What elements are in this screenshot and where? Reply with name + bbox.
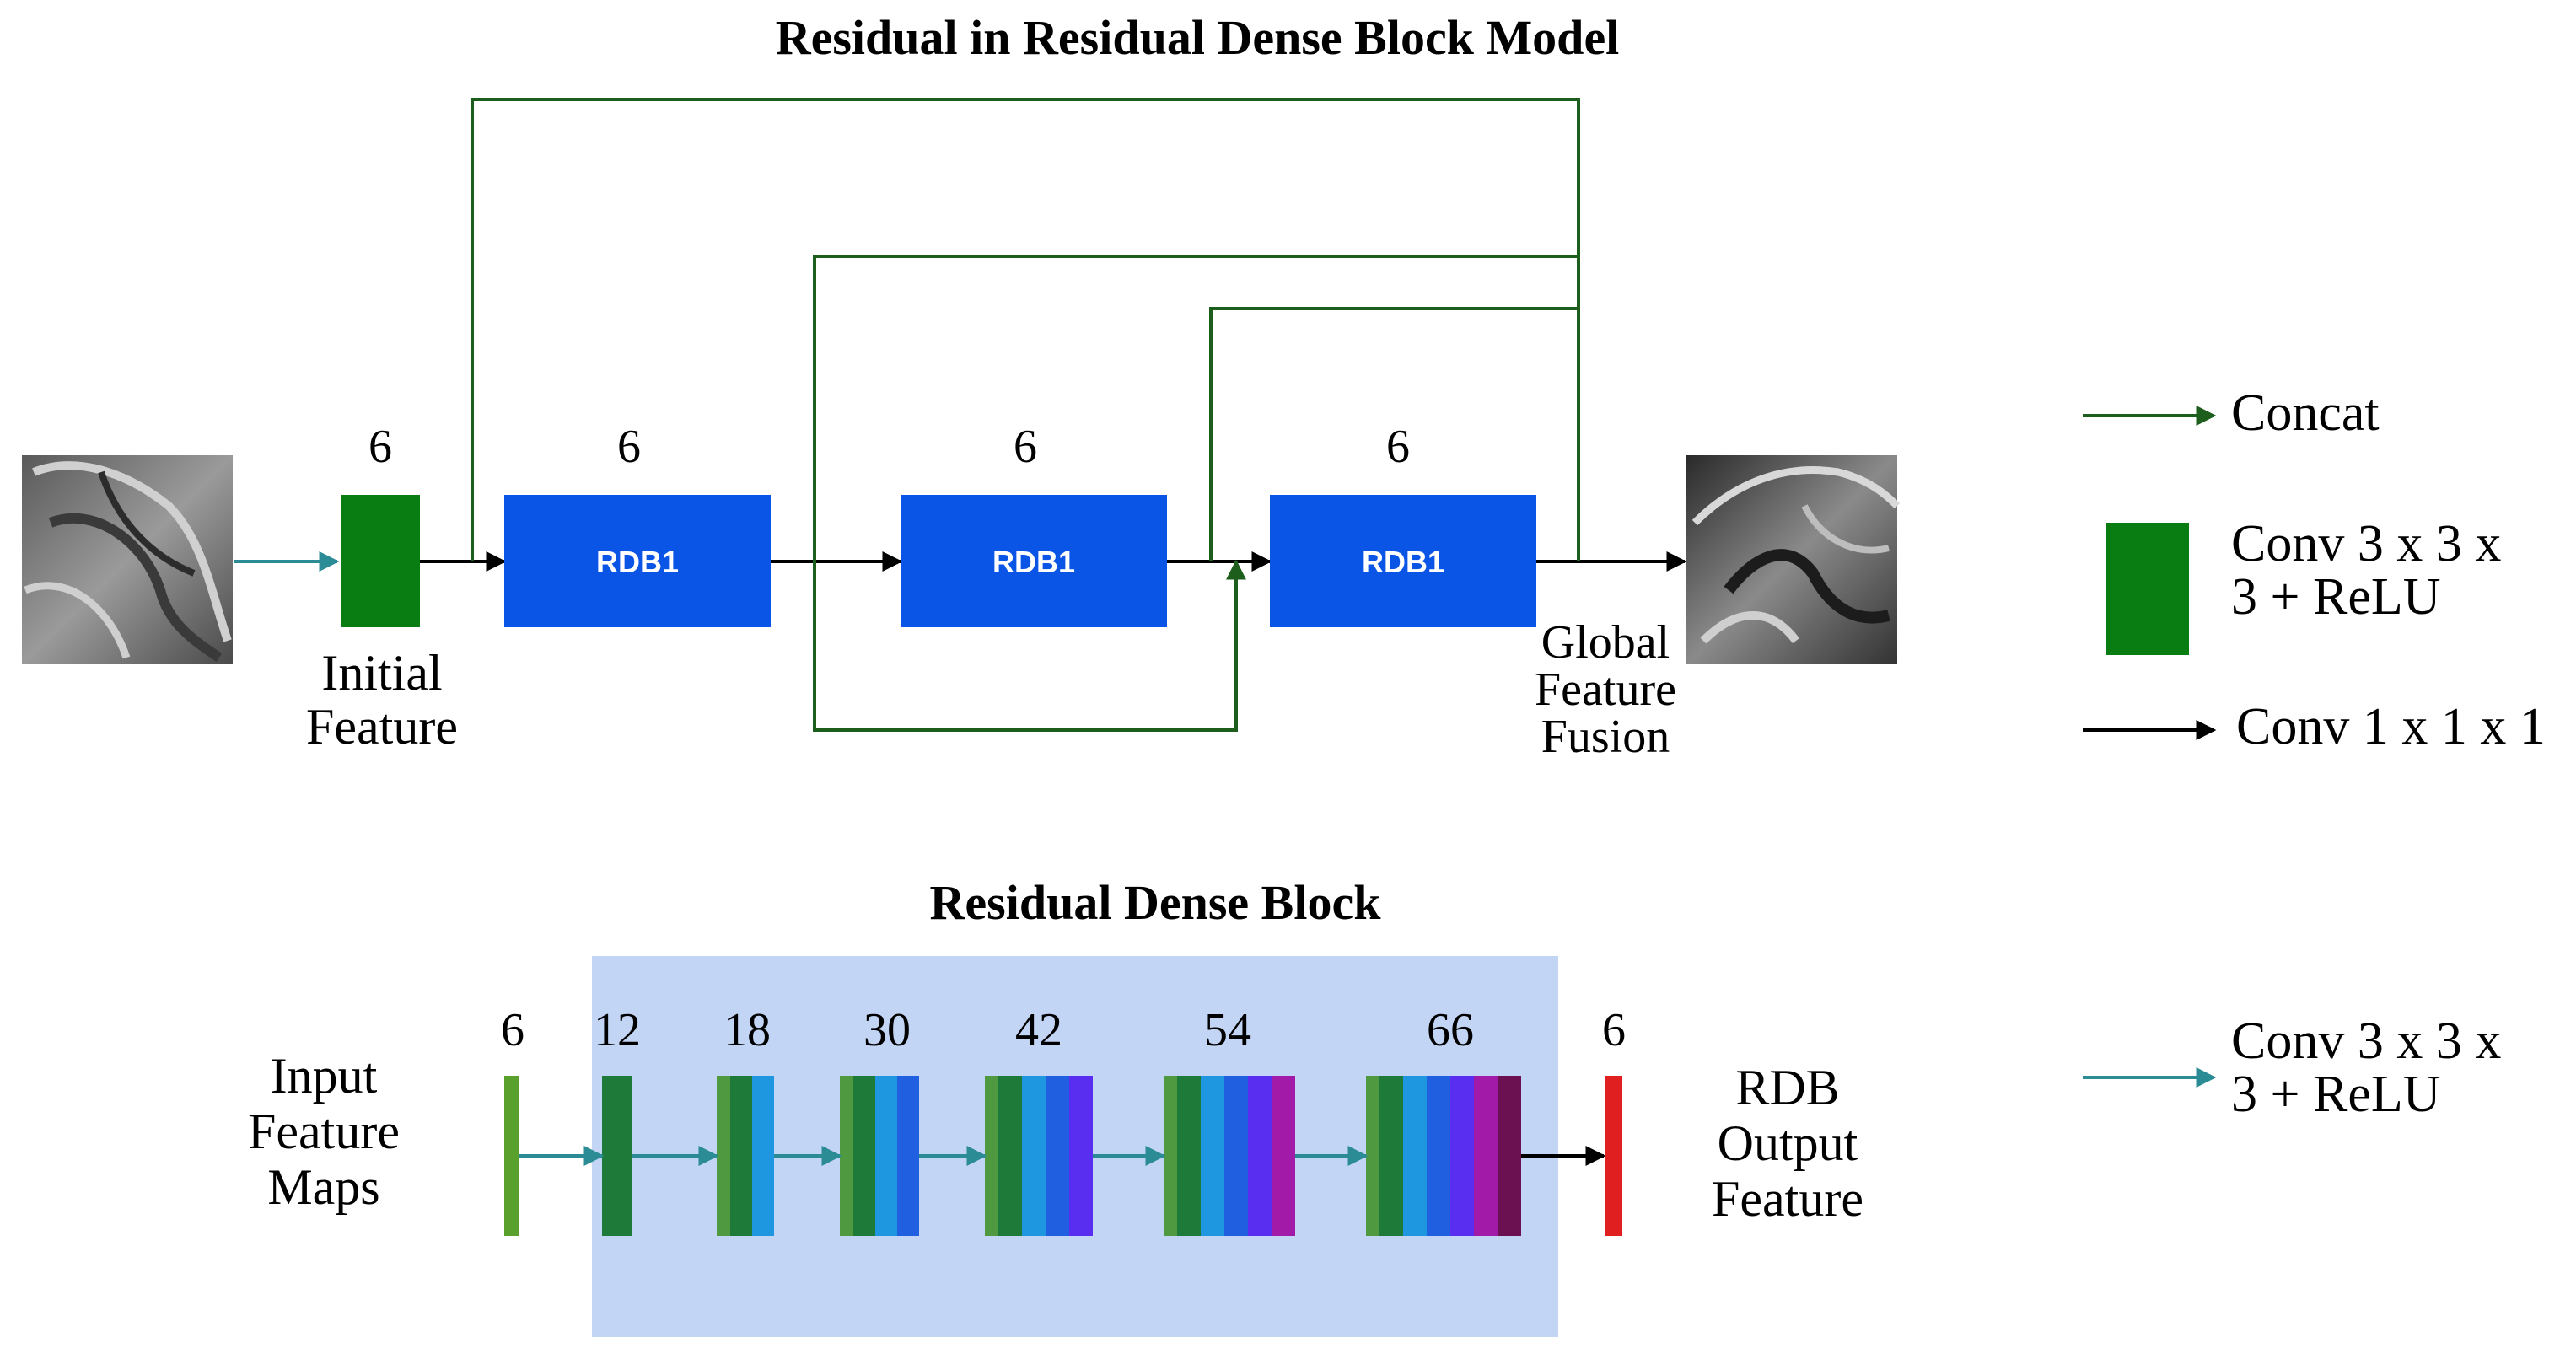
dense-stage-4: 30 (840, 1004, 919, 1236)
dense-stage-7-layer-1 (1366, 1076, 1379, 1236)
input-maps-line1: Input (271, 1048, 378, 1104)
rdb-block-2-count: 6 (1014, 421, 1037, 473)
dense-stage-7-layer-7 (1498, 1076, 1521, 1236)
dense-stage-3-count: 18 (723, 1004, 771, 1056)
input-mri-image (22, 455, 233, 664)
dense-stage-5-count: 42 (1015, 1004, 1062, 1056)
legend: Concat Conv 3 x 3 x 3 + ReLU Conv 1 x 1 … (2083, 384, 2546, 1123)
dense-stage-6-layer-4 (1224, 1076, 1248, 1236)
dense-stage-3-layer-1 (717, 1076, 730, 1236)
output-feature-line3: Feature (1712, 1171, 1863, 1227)
dense-stage-6-layer-5 (1248, 1076, 1272, 1236)
dense-stage-4-count: 30 (863, 1004, 911, 1056)
dense-stage-7-layer-2 (1379, 1076, 1403, 1236)
input-maps-line3: Maps (267, 1159, 379, 1215)
initial-conv-block (341, 495, 420, 627)
dense-stage-1-layer-1 (504, 1076, 519, 1236)
dense-stage-4-layer-4 (897, 1076, 919, 1236)
legend-conv333-swatch (2106, 523, 2189, 655)
initial-count: 6 (368, 421, 392, 473)
rdb-block-1: RDB1 (504, 495, 771, 627)
top-title: Residual in Residual Dense Block Model (776, 10, 1620, 65)
dense-stage-6-count: 54 (1204, 1004, 1251, 1056)
legend-conv333-line1: Conv 3 x 3 x (2231, 515, 2501, 572)
legend-teal-conv-line1: Conv 3 x 3 x (2231, 1013, 2501, 1070)
dense-stage-5-layer-4 (1046, 1076, 1069, 1236)
initial-label-line1: Initial (321, 645, 442, 701)
rdb-block-3: RDB1 (1270, 495, 1536, 627)
dense-stage-6-layer-3 (1201, 1076, 1224, 1236)
rdb-block-1-count: 6 (617, 421, 641, 473)
rdb-block-2: RDB1 (901, 495, 1167, 627)
dense-stage-6-layer-2 (1177, 1076, 1201, 1236)
dense-stage-7-layer-6 (1474, 1076, 1498, 1236)
dense-stage-3: 18 (717, 1004, 774, 1236)
legend-concat-label: Concat (2231, 384, 2380, 442)
dense-stage-1-count: 6 (501, 1004, 524, 1056)
input-maps-line2: Feature (248, 1104, 400, 1159)
dense-stage-1: 6 (501, 1004, 524, 1236)
dense-stage-2: 12 (594, 1004, 641, 1236)
legend-teal-conv-line2: 3 + ReLU (2231, 1066, 2440, 1123)
rdb-block-3-count: 6 (1386, 421, 1410, 473)
fusion-label-line3: Fusion (1541, 711, 1670, 763)
dense-stage-5-layer-1 (985, 1076, 998, 1236)
rdb-block-2-label: RDB1 (992, 545, 1075, 579)
bottom-title: Residual Dense Block (930, 875, 1382, 930)
dense-stage-3-layer-3 (752, 1076, 774, 1236)
concat-middle-skip (813, 255, 1578, 561)
dense-stage-3-layer-2 (730, 1076, 752, 1236)
output-feature-line1: RDB (1735, 1060, 1839, 1115)
dense-stages: 6 12 18 30 42 54 66 (501, 1004, 1606, 1236)
dense-stage-4-layer-2 (853, 1076, 875, 1236)
rdb-block-1-label: RDB1 (596, 545, 679, 579)
dense-stage-5-layer-5 (1069, 1076, 1093, 1236)
dense-stage-7-layer-3 (1403, 1076, 1427, 1236)
dense-stage-2-count: 12 (594, 1004, 641, 1056)
output-feature-line2: Output (1718, 1115, 1858, 1171)
dense-stage-4-layer-1 (840, 1076, 853, 1236)
legend-conv333-line2: 3 + ReLU (2231, 568, 2440, 626)
dense-stage-7-layer-4 (1427, 1076, 1450, 1236)
dense-stage-5-layer-2 (998, 1076, 1022, 1236)
dense-stage-5: 42 (985, 1004, 1093, 1236)
dense-stage-4-layer-3 (875, 1076, 897, 1236)
concat-connections (471, 98, 1580, 732)
fusion-label-line2: Feature (1535, 663, 1676, 716)
dense-stage-2-layer-1 (602, 1076, 632, 1236)
dense-stage-6-layer-6 (1272, 1076, 1295, 1236)
residual-bottom-loop (813, 559, 1246, 732)
dense-stage-6-layer-1 (1164, 1076, 1177, 1236)
concat-outer-skip (471, 98, 1580, 561)
dense-stage-7-layer-5 (1450, 1076, 1474, 1236)
dense-stage-7-count: 66 (1427, 1004, 1474, 1056)
dense-stage-6: 54 (1164, 1004, 1295, 1236)
output-count: 6 (1602, 1004, 1626, 1056)
dense-stage-7: 66 (1366, 1004, 1521, 1236)
fusion-label-line1: Global (1541, 616, 1670, 669)
legend-conv111-label: Conv 1 x 1 x 1 (2236, 698, 2546, 755)
initial-label-line2: Feature (306, 699, 458, 755)
output-bar (1605, 1076, 1622, 1236)
rdb-block-3-label: RDB1 (1362, 545, 1444, 579)
dense-stage-5-layer-3 (1022, 1076, 1046, 1236)
concat-inner-skip (1209, 307, 1578, 561)
output-mri-image (1686, 455, 1901, 664)
